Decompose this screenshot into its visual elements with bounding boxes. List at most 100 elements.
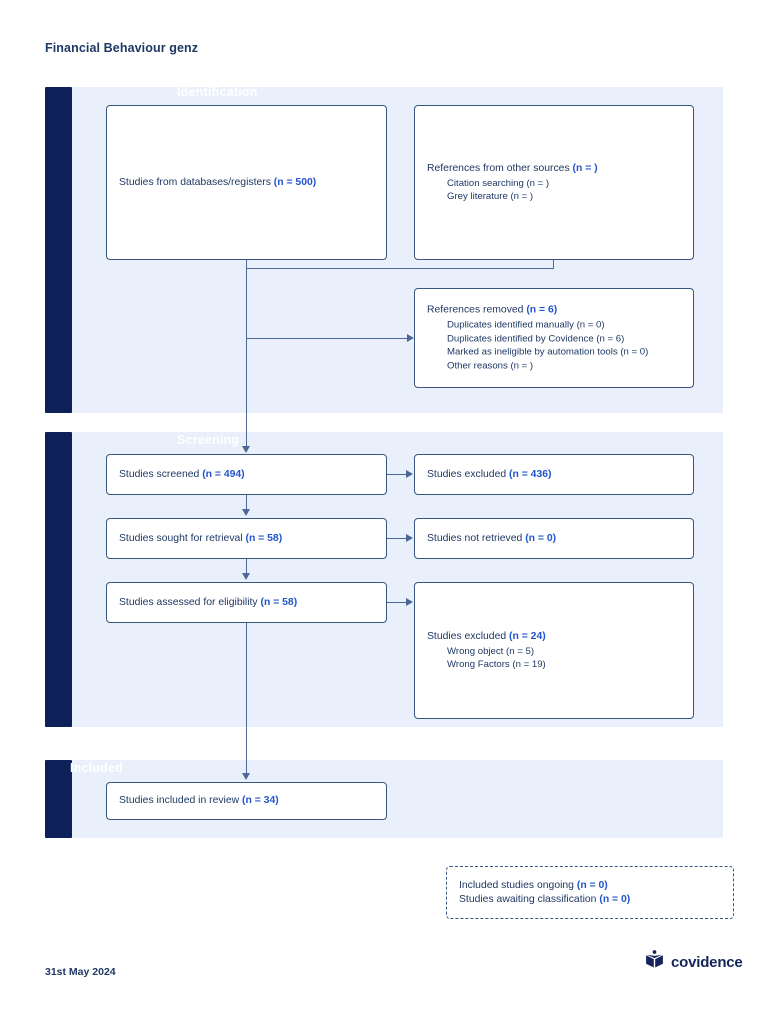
box-studies-excluded-eligibility-sublist: Wrong object (n = 5) Wrong Factors (n = … — [447, 645, 685, 672]
box-studies-screened[interactable]: Studies screened (n = 494) — [106, 454, 387, 495]
box-not-retrieved-content: Studies not retrieved (n = 0) — [427, 532, 685, 546]
band-bar-included — [45, 760, 72, 838]
box-sought-for-retrieval[interactable]: Studies sought for retrieval (n = 58) — [106, 518, 387, 559]
box-studies-screened-count: (n = 494) — [202, 468, 245, 480]
page-title: Financial Behaviour genz — [45, 41, 199, 55]
connector-merge-horizontal — [246, 268, 554, 270]
arrow-sought-to-assessed — [242, 573, 250, 580]
box-awaiting-label: Studies awaiting classification — [459, 893, 600, 905]
covidence-wordmark: covidence — [671, 953, 743, 971]
box-studies-excluded-screening-title: Studies excluded (n = 436) — [427, 468, 685, 482]
covidence-logo: covidence — [644, 949, 743, 975]
box-studies-excluded-screening-count: (n = 436) — [509, 468, 552, 480]
document-date: 31st May 2024 — [45, 966, 116, 978]
list-item: Wrong object (n = 5) — [447, 645, 535, 657]
arrow-into-included — [242, 773, 250, 780]
connector-sought-to-assessed — [246, 559, 248, 574]
box-references-removed-count: (n = 6) — [526, 304, 558, 316]
connector-screened-to-sought — [246, 495, 248, 510]
box-other-sources-content: References from other sources (n = ) Cit… — [427, 162, 685, 204]
box-ongoing-label: Included studies ongoing — [459, 879, 577, 891]
box-ongoing-count: (n = 0) — [576, 879, 608, 891]
list-item: Duplicates identified by Covidence (n = … — [447, 333, 625, 344]
box-other-sources-label: References from other sources — [427, 162, 573, 174]
arrow-to-references-removed — [407, 334, 414, 342]
list-item: Duplicates identified manually (n = 0) — [447, 319, 605, 331]
box-included-in-review[interactable]: Studies included in review (n = 34) — [106, 782, 387, 820]
stage-label-screening: Screening — [177, 433, 240, 447]
box-awaiting-count: (n = 0) — [599, 893, 631, 905]
list-item: Grey literature (n = ) — [447, 191, 534, 202]
box-other-sources[interactable]: References from other sources (n = ) Cit… — [414, 105, 694, 260]
connector-databases-down — [246, 260, 248, 269]
box-studies-excluded-eligibility-content: Studies excluded (n = 24) Wrong object (… — [427, 630, 685, 672]
connector-screened-to-excluded — [387, 474, 407, 476]
connector-other-sources-down — [553, 260, 555, 269]
box-assessed-eligibility[interactable]: Studies assessed for eligibility (n = 58… — [106, 582, 387, 623]
box-studies-screened-content: Studies screened (n = 494) — [119, 468, 378, 482]
box-databases-registers[interactable]: Studies from databases/registers (n = 50… — [106, 105, 387, 260]
connector-sought-to-not-retrieved — [387, 538, 407, 540]
box-assessed-eligibility-label: Studies assessed for eligibility — [119, 596, 261, 608]
box-studies-excluded-screening-label: Studies excluded — [427, 468, 510, 480]
band-bar-identification — [45, 87, 72, 413]
arrow-screened-to-excluded — [406, 470, 413, 478]
box-studies-excluded-eligibility[interactable]: Studies excluded (n = 24) Wrong object (… — [414, 582, 694, 719]
arrow-into-screened — [242, 446, 250, 453]
box-assessed-eligibility-count: (n = 58) — [260, 596, 298, 608]
box-included-in-review-title: Studies included in review (n = 34) — [119, 794, 378, 808]
box-sought-for-retrieval-label: Studies sought for retrieval — [119, 532, 246, 544]
box-sought-for-retrieval-count: (n = 58) — [245, 532, 283, 544]
list-item: Marked as ineligible by automation tools… — [447, 346, 649, 358]
box-references-removed-content: References removed (n = 6) Duplicates id… — [427, 304, 685, 373]
box-sought-for-retrieval-content: Studies sought for retrieval (n = 58) — [119, 532, 378, 546]
box-databases-registers-title: Studies from databases/registers (n = 50… — [119, 176, 378, 190]
box-references-removed-title: References removed (n = 6) — [427, 304, 685, 318]
box-studies-excluded-screening[interactable]: Studies excluded (n = 436) — [414, 454, 694, 495]
list-item: Other reasons (n = ) — [447, 360, 534, 371]
box-ongoing-line: Included studies ongoing (n = 0) — [459, 879, 725, 893]
box-awaiting-line: Studies awaiting classification (n = 0) — [459, 893, 725, 907]
box-studies-screened-title: Studies screened (n = 494) — [119, 468, 378, 482]
box-references-removed-label: References removed — [427, 304, 527, 316]
arrow-assessed-to-excluded — [406, 598, 413, 606]
box-databases-registers-count: (n = 500) — [273, 176, 317, 188]
box-references-removed[interactable]: References removed (n = 6) Duplicates id… — [414, 288, 694, 388]
box-included-in-review-label: Studies included in review — [119, 795, 243, 806]
box-references-removed-sublist: Duplicates identified manually (n = 0) D… — [447, 319, 685, 373]
box-studies-screened-label: Studies screened — [119, 468, 203, 480]
box-ongoing-awaiting-content: Included studies ongoing (n = 0) Studies… — [459, 879, 725, 907]
stage-label-included: Included — [70, 761, 123, 775]
box-studies-excluded-eligibility-count: (n = 24) — [509, 630, 546, 642]
connector-assessed-to-included — [246, 623, 248, 775]
box-ongoing-awaiting[interactable]: Included studies ongoing (n = 0) Studies… — [446, 866, 734, 919]
box-other-sources-title: References from other sources (n = ) — [427, 162, 685, 176]
box-included-in-review-content: Studies included in review (n = 34) — [119, 794, 378, 808]
box-not-retrieved-count: (n = 0) — [525, 532, 557, 544]
band-bar-screening — [45, 432, 72, 727]
box-sought-for-retrieval-title: Studies sought for retrieval (n = 58) — [119, 532, 378, 546]
stage-label-identification: Identification — [177, 85, 258, 99]
box-databases-registers-content: Studies from databases/registers (n = 50… — [119, 176, 378, 190]
box-included-in-review-count: (n = 34) — [242, 795, 279, 806]
box-not-retrieved-title: Studies not retrieved (n = 0) — [427, 532, 685, 546]
connector-into-screened — [246, 413, 248, 448]
box-other-sources-sublist: Citation searching (n = ) Grey literatur… — [447, 177, 685, 204]
box-databases-registers-label: Studies from databases/registers — [119, 176, 274, 188]
arrow-screened-to-sought — [242, 509, 250, 516]
arrow-sought-to-not-retrieved — [406, 534, 413, 542]
covidence-book-icon — [644, 949, 665, 975]
list-item: Citation searching (n = ) — [447, 177, 550, 189]
box-not-retrieved-label: Studies not retrieved — [427, 532, 526, 544]
box-studies-excluded-eligibility-label: Studies excluded — [427, 630, 510, 642]
box-not-retrieved[interactable]: Studies not retrieved (n = 0) — [414, 518, 694, 559]
box-studies-excluded-screening-content: Studies excluded (n = 436) — [427, 468, 685, 482]
box-other-sources-count: (n = ) — [572, 162, 598, 174]
box-assessed-eligibility-content: Studies assessed for eligibility (n = 58… — [119, 596, 378, 610]
connector-to-references-removed — [246, 338, 407, 340]
connector-main-spine-identification — [246, 268, 248, 448]
box-assessed-eligibility-title: Studies assessed for eligibility (n = 58… — [119, 596, 378, 610]
list-item: Wrong Factors (n = 19) — [447, 659, 546, 670]
box-studies-excluded-eligibility-title: Studies excluded (n = 24) — [427, 630, 685, 644]
